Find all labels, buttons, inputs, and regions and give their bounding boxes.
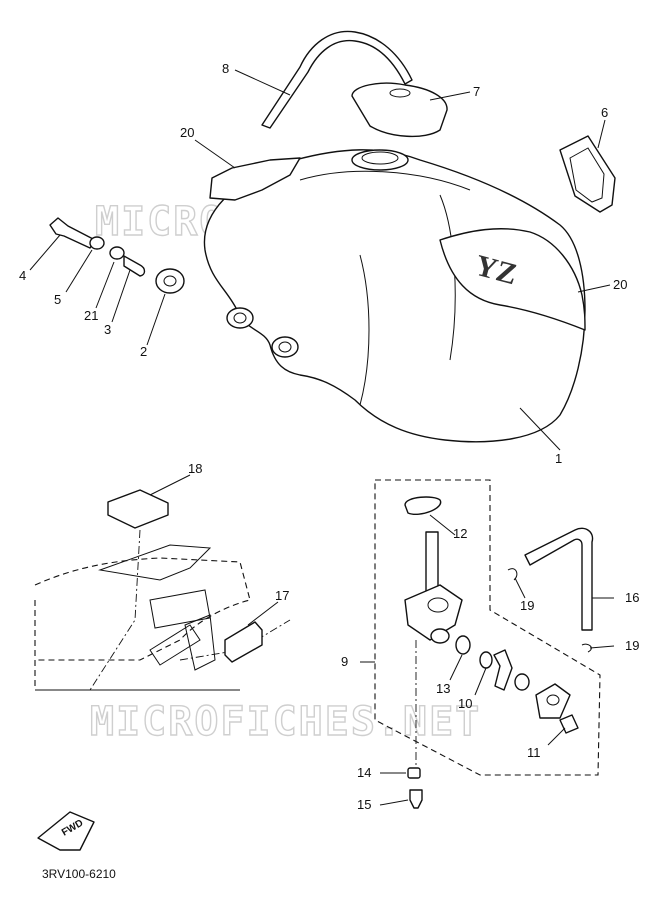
callout-11: 11 [527,745,541,760]
fuel-cock-box [374,479,601,776]
hose-clip-lower [581,643,592,653]
callout-19-lower: 19 [625,638,639,653]
fwd-arrow: FWD [37,811,95,851]
callout-10: 10 [458,696,472,711]
callout-5: 5 [54,292,61,307]
diagram-code: 3RV100-6210 [42,867,116,881]
gasket [479,651,493,669]
callout-8: 8 [222,61,229,76]
frame-section [34,529,291,691]
callout-3: 3 [104,322,111,337]
drain-bolt [409,789,423,809]
callout-19-upper: 19 [520,598,534,613]
spring [514,673,530,691]
callout-15: 15 [357,797,371,812]
callout-20-shroud: 20 [180,125,194,140]
seat-pad [107,489,169,529]
tank-decal: YZ [439,228,586,331]
callout-6: 6 [601,105,608,120]
mounting-hardware [49,217,185,294]
fuel-tank [203,149,586,443]
watermark-bottom: MICROFICHES.NET [90,699,481,745]
tank-plate [559,135,616,213]
cock-plate [535,683,571,719]
callout-9: 9 [341,654,348,669]
damper-pad [224,621,263,663]
leader-lines [29,69,615,806]
cock-lever [493,649,513,691]
callout-2: 2 [140,344,147,359]
callout-16: 16 [625,590,639,605]
fuel-cock [404,531,463,644]
fuel-hose [524,527,594,631]
callout-20-decal: 20 [613,277,627,292]
callout-14: 14 [357,765,371,780]
callout-21: 21 [84,308,98,323]
callout-4: 4 [19,268,26,283]
callout-1: 1 [555,451,562,466]
fuel-filter [404,496,442,515]
callout-13: 13 [436,681,450,696]
callout-7: 7 [473,84,480,99]
o-ring [455,635,471,655]
fuel-cap [351,82,448,138]
callout-12: 12 [453,526,467,541]
breather-hose [261,30,413,129]
callout-18: 18 [188,461,202,476]
drain-nut [407,767,421,779]
tank-shroud-left [209,157,301,201]
callout-17: 17 [275,588,289,603]
